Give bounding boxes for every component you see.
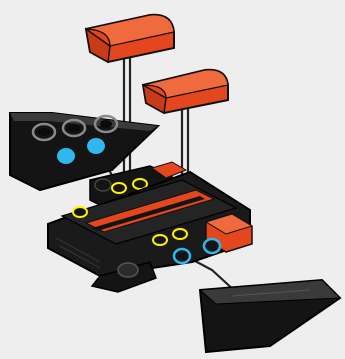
yellow-stud	[153, 235, 167, 245]
yellow-stud	[73, 207, 87, 217]
black-wedge-slope	[200, 280, 340, 352]
orange-curved-slope-top	[86, 15, 174, 62]
blue-hole-base-left	[174, 249, 190, 263]
yellow-stud	[112, 183, 126, 193]
blue-hole-right	[87, 138, 105, 154]
black-base-assembly	[48, 162, 252, 292]
blue-hole-left	[57, 148, 75, 164]
blue-hole-base-right	[204, 239, 220, 253]
orange-curved-slope-middle	[143, 70, 228, 113]
grey-stud	[118, 263, 138, 277]
yellow-stud	[173, 229, 187, 239]
